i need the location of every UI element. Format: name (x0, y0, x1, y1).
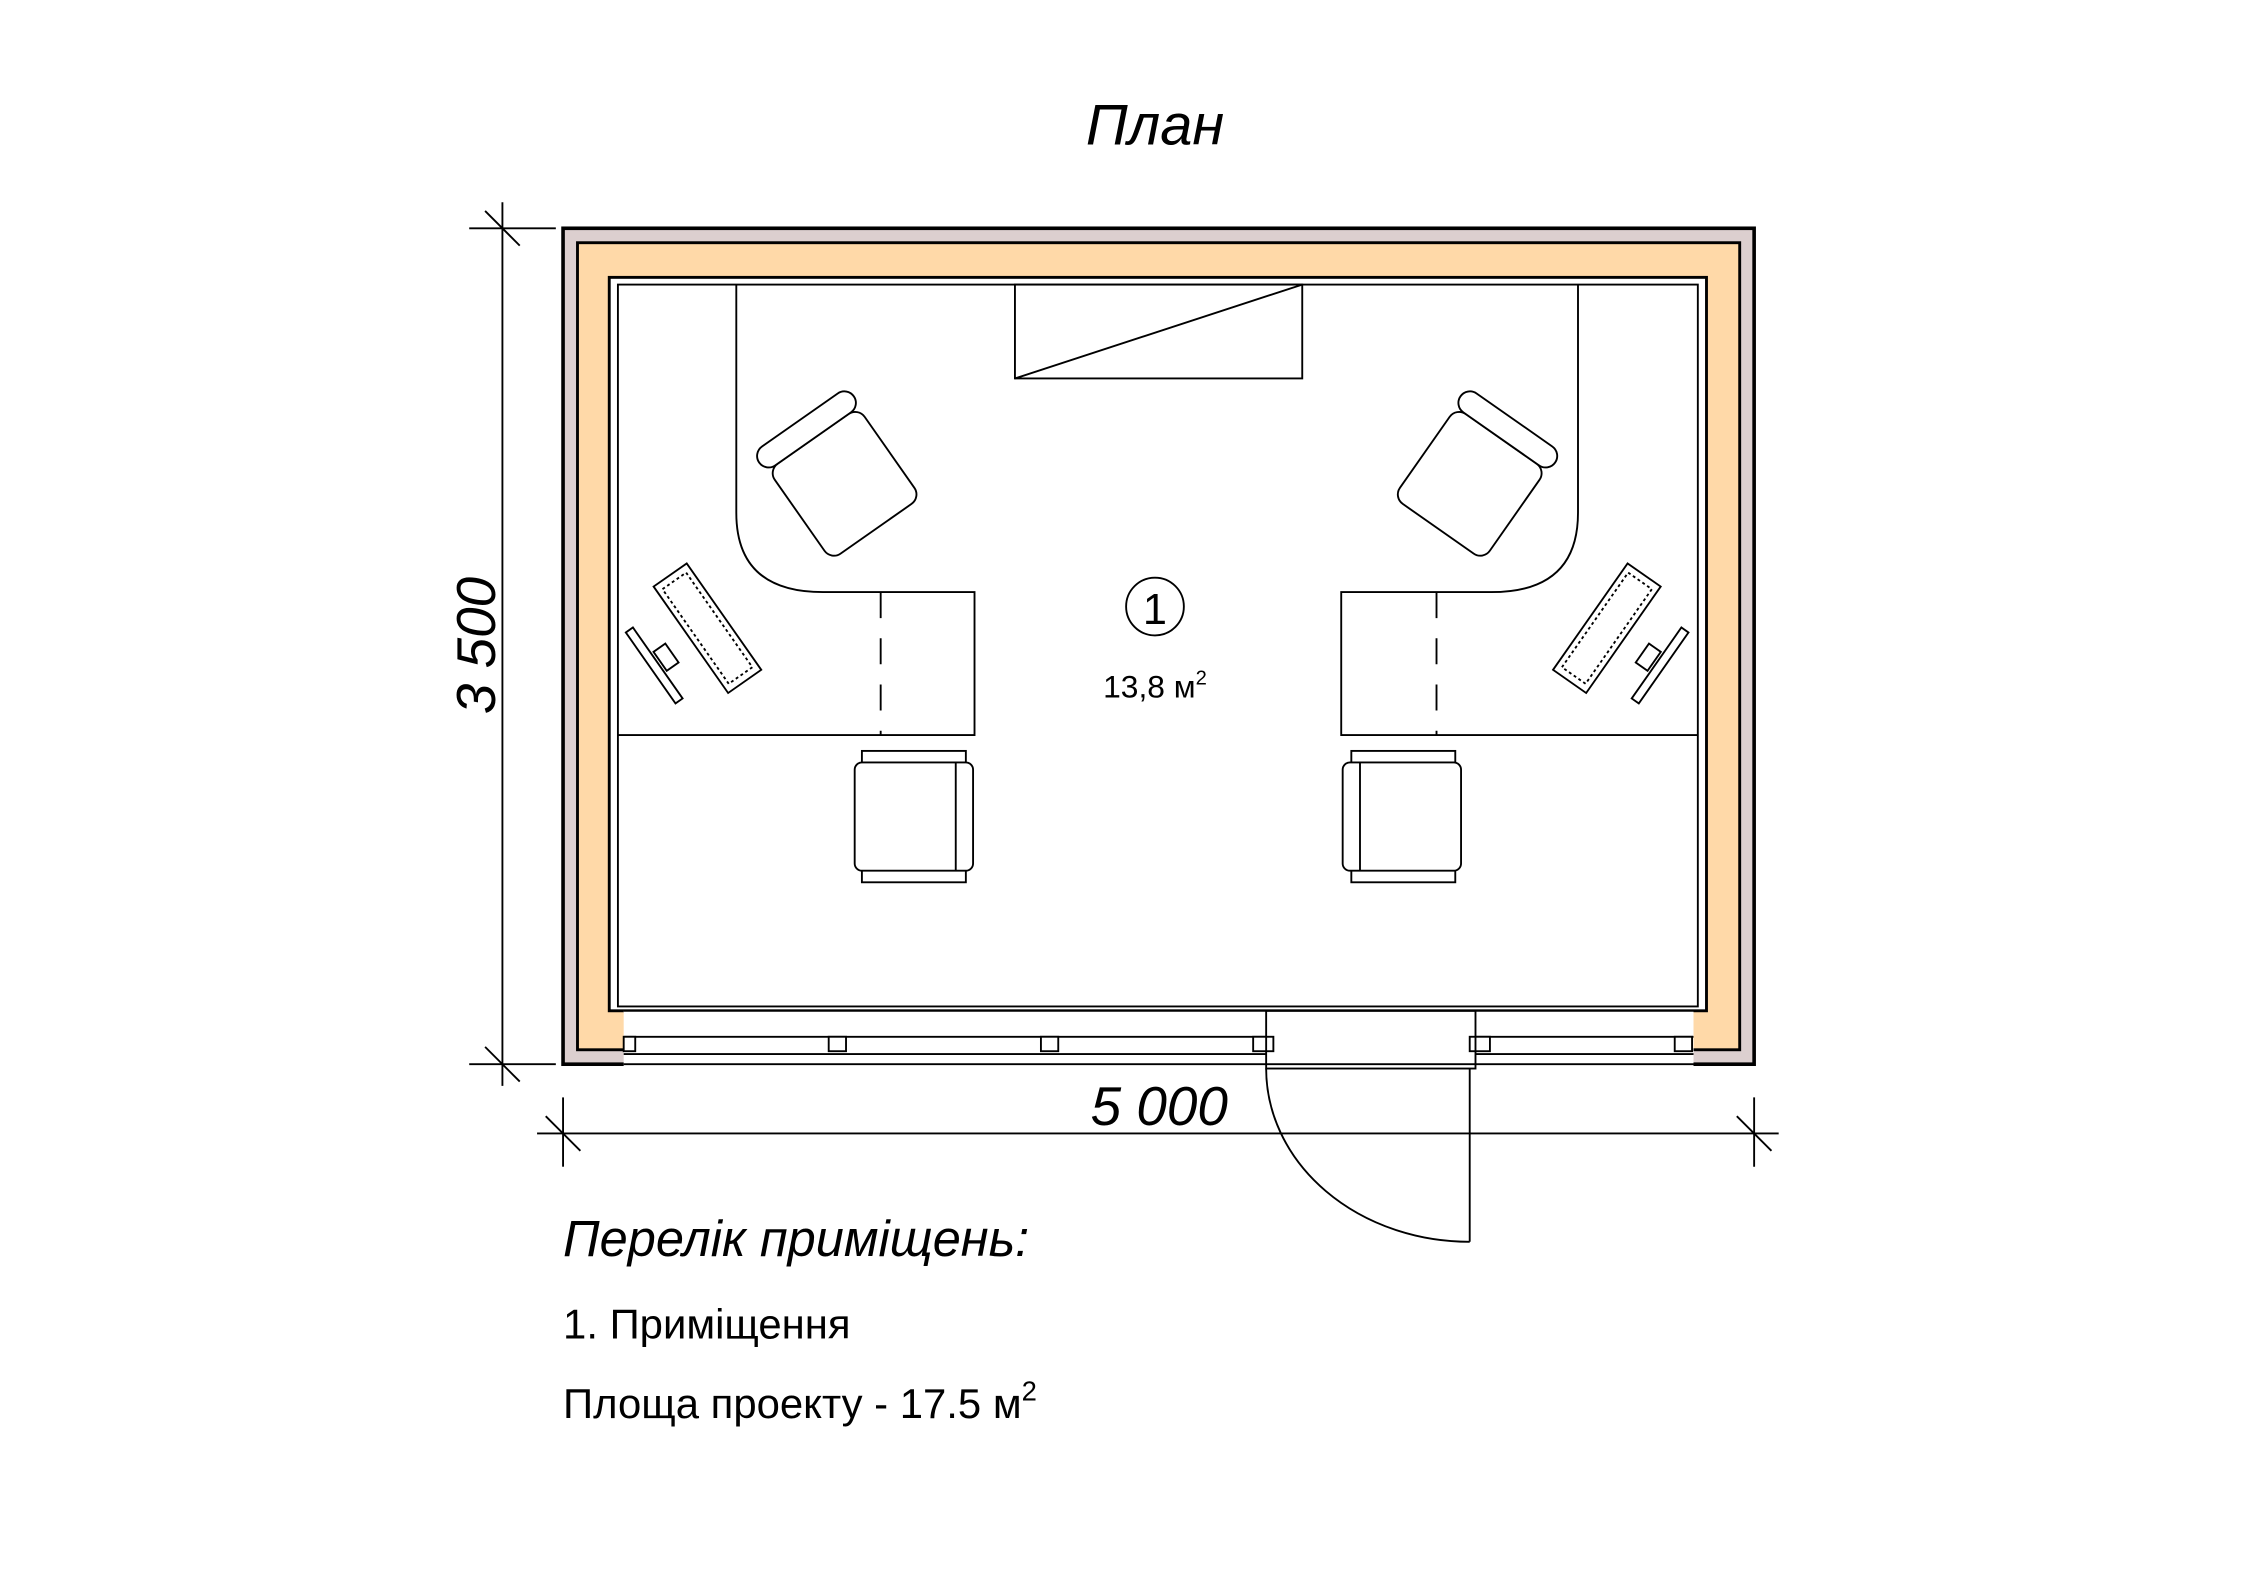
desk-right (1340, 284, 1698, 736)
dimension-width-label: 5 000 (1091, 1075, 1229, 1137)
walls (561, 226, 1756, 1069)
door[interactable] (1265, 1009, 1477, 1243)
dimension-height-label: 3 500 (445, 576, 507, 714)
project-area: Площа проекту - 17.5 м2 (563, 1376, 1037, 1427)
armchair-right (1341, 749, 1462, 884)
plan-title: План (1086, 94, 1224, 158)
cabinet (1014, 283, 1304, 380)
computer-right (1551, 562, 1690, 705)
window (622, 1009, 1694, 1066)
office-chair-left (756, 390, 918, 557)
legend-item: 1. Приміщення (563, 1301, 851, 1348)
dimension-width: 5 000 (537, 1075, 1779, 1167)
desk-left (617, 284, 976, 736)
room-number-circle (1125, 576, 1185, 637)
office-chair-right (1396, 390, 1559, 557)
computer-left (624, 562, 763, 705)
room-number: 1 (1143, 586, 1167, 634)
armchair-left (853, 749, 975, 884)
legend-heading: Перелік приміщень: (563, 1210, 1029, 1267)
dimension-height: 3 500 (445, 202, 556, 1086)
room-area: 13,8 м2 (1103, 667, 1207, 704)
